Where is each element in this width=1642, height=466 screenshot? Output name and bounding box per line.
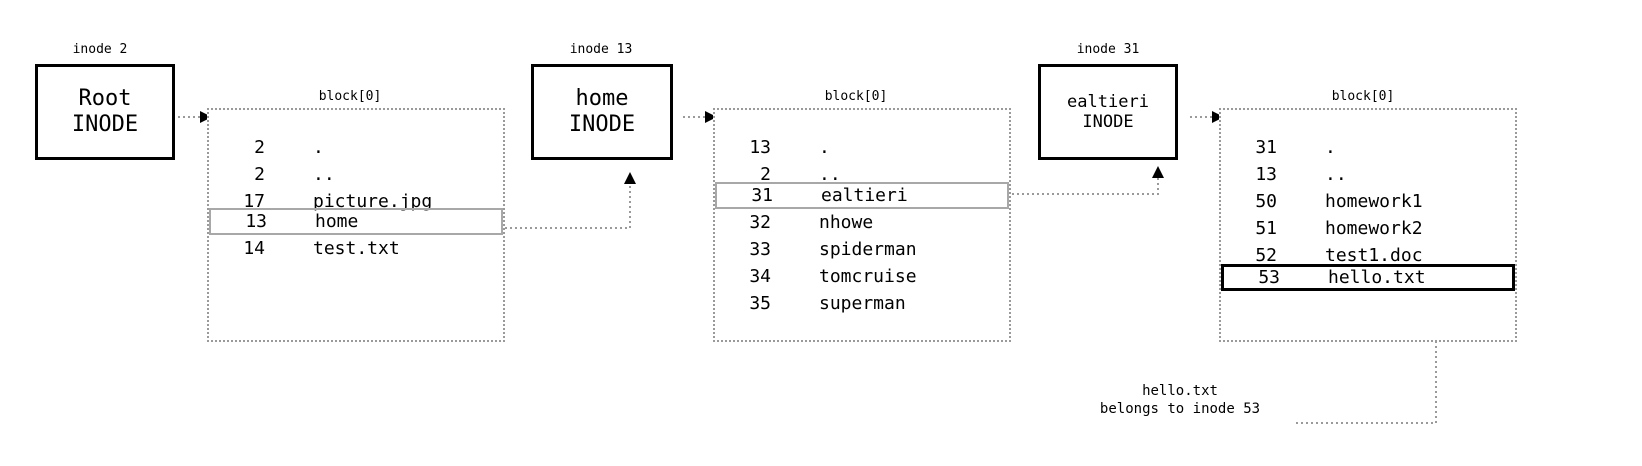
block-label: block[0] [318, 89, 382, 104]
link-ealtieri-entry-to-inode31 [1012, 166, 1164, 195]
inode-label: inode 2 [72, 42, 128, 57]
inode-sub: INODE [71, 112, 139, 137]
block-label: block[0] [1331, 89, 1395, 104]
inode-sub: INODE [568, 112, 636, 137]
inode-label: inode 31 [1076, 42, 1140, 57]
block-label: block[0] [824, 89, 888, 104]
link-note-to-hello-entry [1296, 301, 1442, 424]
dir-entry: 13.. [1255, 164, 1347, 185]
annotation-note: hello.txt belongs to inode 53 [1070, 382, 1290, 418]
inode-name: Root [78, 85, 132, 111]
inode-label: inode 13 [569, 42, 633, 57]
note-line-2: belongs to inode 53 [1099, 401, 1261, 417]
note-line-1: hello.txt [1142, 383, 1218, 399]
dir-entry: 2.. [760, 164, 841, 185]
inode-name: ealtieri [1067, 91, 1149, 112]
dir-entry: 13. [749, 137, 830, 158]
home-inode-box: home INODE [531, 64, 673, 160]
ealtieri-inode-box: ealtieri INODE [1038, 64, 1178, 160]
dir-entry: 2.. [254, 164, 335, 185]
inode-name: home [575, 85, 629, 111]
link-home-entry-to-inode13 [505, 172, 636, 229]
root-inode-box: Root INODE [35, 64, 175, 160]
inode-sub: INODE [1082, 112, 1134, 132]
dir-entry: 31. [1255, 137, 1336, 158]
dir-entry: 2. [254, 137, 324, 158]
